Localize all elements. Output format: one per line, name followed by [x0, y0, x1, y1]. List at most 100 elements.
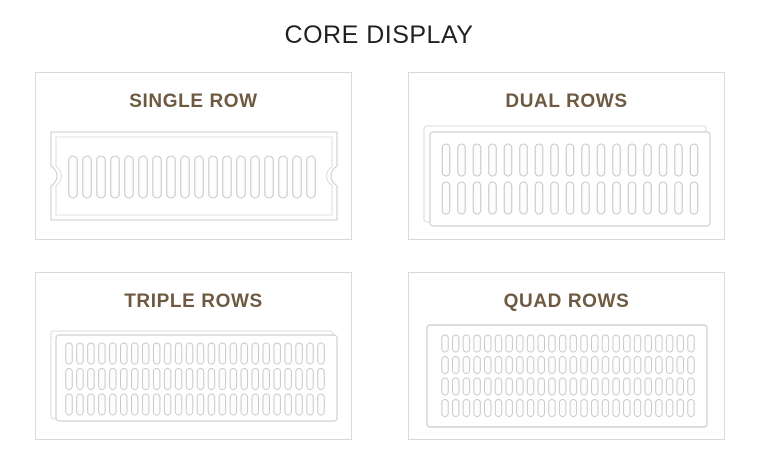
grille-slot — [579, 399, 588, 417]
grille-slot — [462, 399, 470, 417]
grille-slot — [483, 377, 492, 396]
grille-slot — [174, 368, 182, 390]
grille-slot — [504, 334, 513, 353]
grille-slot — [316, 368, 325, 390]
grille-slot — [487, 143, 497, 177]
grille-slots-single-row — [67, 155, 316, 199]
grille-slot — [221, 155, 232, 199]
grille-slot — [440, 334, 449, 353]
grille-slot — [86, 393, 95, 416]
grille-slot — [97, 393, 106, 416]
grille-slot — [218, 342, 226, 365]
grille-slot — [75, 342, 84, 365]
grille-slot — [462, 377, 470, 396]
grille-slot — [558, 356, 566, 374]
grille-slot — [218, 393, 226, 416]
grille-slot — [294, 368, 303, 390]
grille-slot — [251, 342, 259, 365]
grille-slot — [456, 143, 466, 177]
grille-slot — [240, 368, 248, 390]
grille-slot — [451, 356, 459, 374]
grille-slot — [534, 181, 543, 215]
grille-slot — [472, 181, 481, 215]
panel-dual-rows[interactable]: DUAL ROWS — [408, 72, 725, 240]
grille-slot — [494, 334, 502, 353]
grille-slot — [689, 181, 698, 215]
grille-slot — [611, 181, 621, 215]
grille-slot — [547, 356, 556, 374]
grille-slot — [261, 393, 270, 416]
panel-single-row[interactable]: SINGLE ROW — [35, 72, 352, 240]
vent-illustration-dual-rows — [409, 113, 724, 239]
panel-grid: SINGLE ROW DUAL ROWS — [35, 72, 725, 444]
grille-slot — [86, 368, 95, 390]
vent-illustration-single-row — [36, 113, 351, 239]
grille-slot — [654, 356, 663, 374]
grille-slot — [456, 181, 466, 215]
grille-slot — [622, 356, 631, 374]
grille-slot — [611, 334, 620, 353]
grille-slot — [179, 155, 190, 199]
grille-slot — [658, 181, 667, 215]
grille-slot — [686, 334, 695, 353]
grille-slot — [483, 334, 492, 353]
grille-svg-single-row — [49, 131, 338, 221]
grille-slot — [123, 155, 134, 199]
grille-slot — [611, 143, 621, 177]
grille-frame-inner — [428, 131, 711, 227]
grille-slot — [643, 334, 652, 353]
grille-slot — [163, 368, 171, 390]
grille-slot — [152, 368, 160, 390]
grille-slot — [97, 368, 106, 390]
grille-slot — [472, 143, 481, 177]
grille-slot — [569, 399, 577, 417]
grille-slot — [451, 377, 459, 396]
grille-slot — [229, 368, 237, 390]
grille-slot — [596, 181, 605, 215]
grille-slot — [277, 155, 288, 199]
grille-slot — [487, 181, 497, 215]
grille-slot — [305, 342, 314, 365]
grille-slot — [504, 399, 513, 417]
grille-slot — [240, 393, 248, 416]
grille-slot — [108, 393, 117, 416]
grille-slot — [152, 342, 160, 365]
grille-slot — [622, 399, 631, 417]
grille-slot — [654, 399, 663, 417]
grille-slot — [207, 368, 215, 390]
grille-slot — [665, 334, 673, 353]
grille-slot — [676, 334, 684, 353]
grille-slot — [141, 368, 149, 390]
grille-slot — [152, 393, 160, 416]
grille-slot — [119, 342, 128, 365]
panel-quad-rows[interactable]: QUAD ROWS — [408, 272, 725, 440]
grille-slot — [196, 368, 204, 390]
grille-slot — [207, 155, 218, 199]
grille-slot — [207, 342, 215, 365]
panel-triple-rows[interactable]: TRIPLE ROWS — [35, 272, 352, 440]
grille-slot — [515, 377, 524, 396]
grille-slot — [440, 399, 449, 417]
grille-slot — [316, 393, 325, 416]
grille-slot — [569, 377, 577, 396]
grille-slot — [97, 342, 106, 365]
panel-title-triple-rows: TRIPLE ROWS — [124, 291, 263, 312]
grille-slot — [64, 342, 73, 365]
grille-slot — [633, 399, 641, 417]
grille-slot — [537, 399, 545, 417]
grille-slot — [665, 399, 673, 417]
grille-slot — [579, 377, 588, 396]
grille-slot — [565, 143, 574, 177]
grille-slot — [207, 393, 215, 416]
grille-slot — [441, 143, 450, 177]
grille-slot — [108, 342, 117, 365]
grille-slot — [537, 334, 545, 353]
grille-slot — [283, 342, 292, 365]
grille-slot — [151, 155, 162, 199]
grille-slot — [483, 356, 492, 374]
grille-slot — [240, 342, 248, 365]
panel-title-quad-rows: QUAD ROWS — [503, 291, 630, 312]
grille-slot — [579, 334, 588, 353]
grille-svg-triple-rows — [49, 330, 338, 422]
grille-slot — [95, 155, 106, 199]
